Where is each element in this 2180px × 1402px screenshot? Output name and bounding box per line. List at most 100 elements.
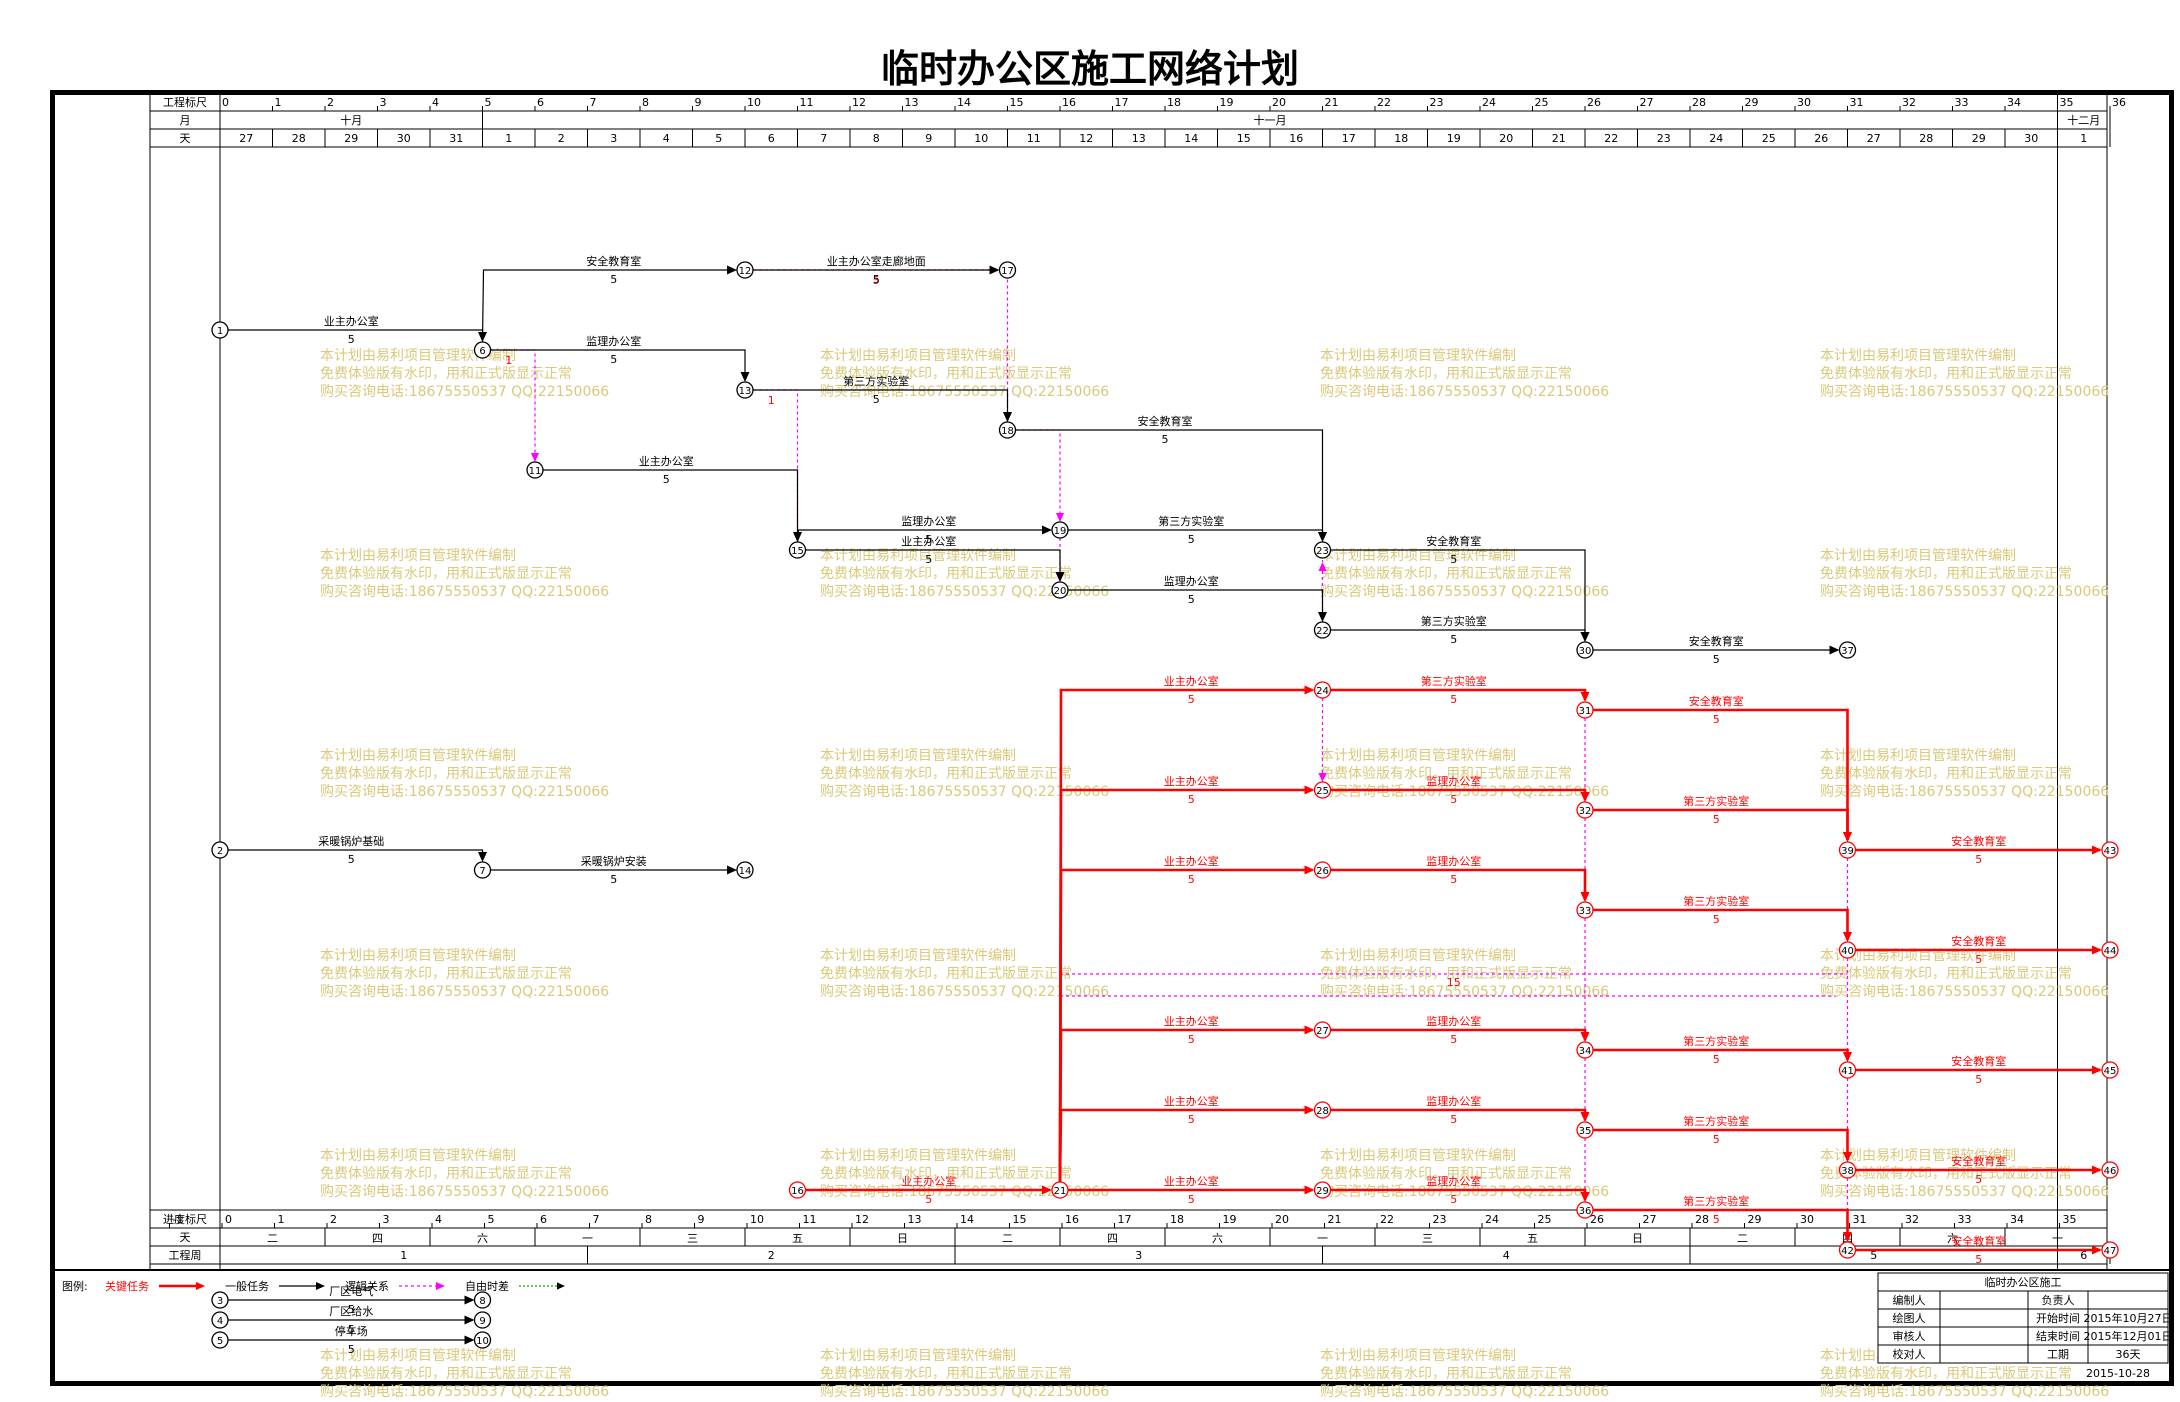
watermark-text: 免费体验版有水印，用和正式版显示正常 — [1320, 566, 1572, 582]
network-node — [1051, 1181, 1069, 1199]
network-node — [1576, 1121, 1594, 1139]
network-node — [473, 1291, 492, 1309]
watermark-text: 免费体验版有水印，用和正式版显示正常 — [1820, 1366, 2072, 1382]
footer-ruler-tick: 15 — [1013, 1213, 1027, 1226]
task-duration-label: 5 — [1713, 653, 1720, 666]
task-name-label: 业主办公室 — [1164, 1014, 1219, 1028]
task-name-label: 业主办公室 — [1164, 1174, 1219, 1188]
footer-ruler-tick: 6 — [540, 1213, 547, 1226]
header-ruler-tick: 28 — [1692, 96, 1706, 109]
header-ruler-tick: 7 — [590, 96, 597, 109]
header-ruler-tick: 36 — [2112, 96, 2126, 109]
task-duration-label: 5 — [1975, 1253, 1982, 1266]
node-number: 33 — [1579, 906, 1592, 917]
network-node — [1576, 1041, 1594, 1059]
critical-task-line — [1058, 688, 1313, 1183]
task-arrowhead — [1042, 525, 1052, 535]
node-number: 45 — [2104, 1066, 2117, 1077]
watermark-text: 免费体验版有水印，用和正式版显示正常 — [320, 766, 572, 782]
footer-weekday: 六 — [477, 1232, 488, 1245]
network-node — [788, 1181, 807, 1199]
task-duration-label: 5 — [610, 353, 617, 366]
task-duration-label: 5 — [1188, 533, 1195, 546]
header-day: 23 — [1657, 132, 1671, 145]
watermark-text: 本计划由易利项目管理软件编制 — [320, 948, 516, 964]
node-number: 42 — [1841, 1246, 1854, 1257]
node-number: 3 — [217, 1296, 223, 1307]
network-node — [1051, 521, 1069, 539]
task-line — [481, 269, 735, 343]
network-node — [1576, 701, 1594, 719]
footer-weekday: 日 — [897, 1232, 908, 1245]
task-line — [1015, 429, 1324, 540]
header-ruler-tick: 12 — [852, 96, 866, 109]
footer-week: 1 — [400, 1249, 407, 1262]
task-duration-label: 5 — [348, 853, 355, 866]
task-name-label: 业主办公室 — [324, 314, 379, 328]
network-node — [526, 461, 544, 479]
node-number: 35 — [1579, 1126, 1592, 1137]
watermark-text: 免费体验版有水印，用和正式版显示正常 — [1820, 766, 2072, 782]
network-node — [1313, 621, 1332, 639]
footer-ruler-tick: 29 — [1748, 1213, 1762, 1226]
footer-ruler-tick: 22 — [1380, 1213, 1394, 1226]
critical-arrowhead — [1304, 1105, 1315, 1115]
header-month-label: 月 — [180, 114, 191, 127]
network-node — [2101, 941, 2119, 959]
node-number: 29 — [1316, 1186, 1329, 1197]
header-day: 5 — [715, 132, 722, 145]
task-duration-label: 5 — [1713, 1213, 1720, 1226]
footer-weekday: 五 — [792, 1232, 803, 1245]
task-name-label: 安全教育室 — [586, 254, 641, 268]
task-name-label: 第三方实验室 — [843, 374, 909, 388]
node-number: 14 — [739, 866, 752, 877]
critical-arrowhead — [1843, 832, 1852, 842]
watermark-text: 购买咨询电话:18675550537 QQ:22150066 — [1320, 784, 1609, 800]
footer-ruler-tick: 1 — [278, 1213, 285, 1226]
footer-ruler-tick: -1 — [173, 1213, 184, 1226]
header-day: 2 — [558, 132, 565, 145]
node-number: 15 — [791, 546, 804, 557]
footer-week: 6 — [2080, 1249, 2087, 1262]
header-day: 14 — [1184, 132, 1198, 145]
task-name-label: 安全教育室 — [1689, 634, 1744, 648]
header-ruler-tick: 20 — [1272, 96, 1286, 109]
task-name-label: 第三方实验室 — [1158, 514, 1224, 528]
legend-item-label: 一般任务 — [225, 1280, 269, 1293]
footer-ruler-tick: 32 — [1905, 1213, 1919, 1226]
watermark-text: 本计划由易利项目管理软件编制 — [1820, 1148, 2016, 1164]
network-node — [211, 1311, 229, 1329]
critical-arrowhead — [1304, 785, 1315, 795]
footer-ruler-tick: 21 — [1328, 1213, 1342, 1226]
task-name-label: 业主办公室 — [1164, 1094, 1219, 1108]
header-day: 29 — [1972, 132, 1986, 145]
header-ruler-tick: 18 — [1167, 96, 1181, 109]
footer-weekday: 一 — [582, 1232, 593, 1245]
footer-ruler-tick: 17 — [1118, 1213, 1132, 1226]
footer-ruler-tick: 31 — [1853, 1213, 1867, 1226]
info-box-cell: 负责人 — [2042, 1293, 2075, 1307]
task-duration-label: 5 — [1450, 633, 1457, 646]
node-number: 46 — [2104, 1166, 2117, 1177]
task-name-label: 安全教育室 — [1426, 534, 1481, 548]
task-arrowhead — [1580, 632, 1590, 642]
footer-weekday: 一 — [1317, 1232, 1328, 1245]
node-number: 21 — [1054, 1186, 1067, 1197]
header-ruler-tick: 19 — [1220, 96, 1234, 109]
footer-week: 2 — [768, 1249, 775, 1262]
watermark-text: 本计划由易利项目管理软件编制 — [820, 1348, 1016, 1364]
footer-week: 4 — [1503, 1249, 1510, 1262]
task-line — [1330, 629, 1586, 640]
info-box-cell: 审核人 — [1893, 1329, 1926, 1343]
task-name-label: 停车场 — [335, 1324, 368, 1338]
task-arrowhead — [740, 372, 750, 382]
critical-arrowhead — [2092, 1165, 2102, 1175]
network-node — [1838, 941, 1857, 959]
watermark-text: 本计划由易利项目管理软件编制 — [320, 348, 516, 364]
footer-ruler-tick: 30 — [1800, 1213, 1814, 1226]
header-day: 12 — [1079, 132, 1093, 145]
watermark-text: 免费体验版有水印，用和正式版显示正常 — [820, 366, 1072, 382]
task-name-label: 安全教育室 — [1951, 1234, 2006, 1248]
page-title: 临时办公区施工网络计划 — [880, 46, 1299, 91]
network-node — [211, 1331, 229, 1349]
